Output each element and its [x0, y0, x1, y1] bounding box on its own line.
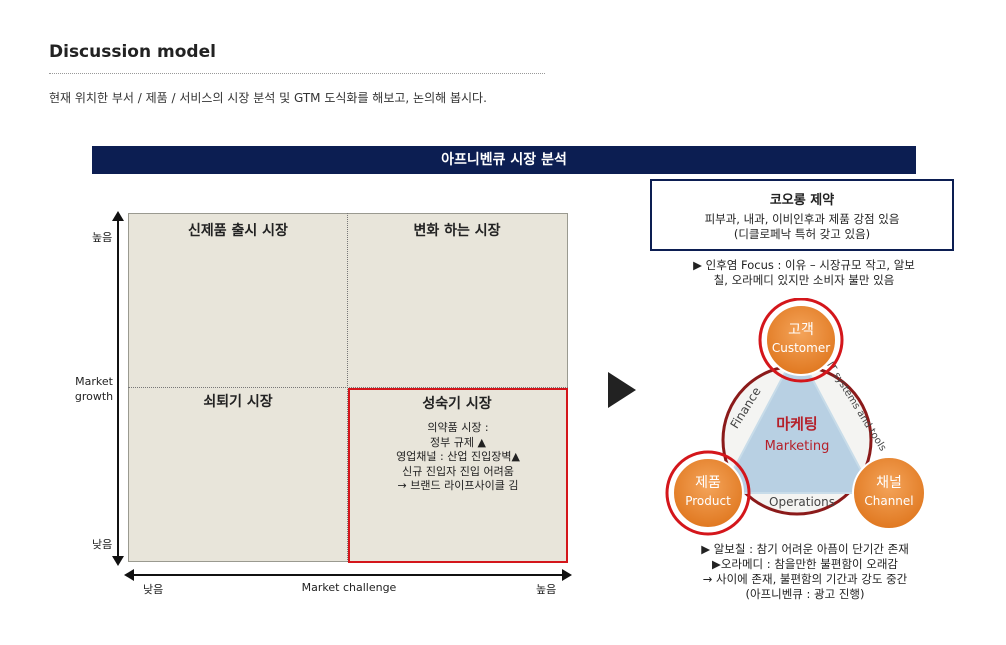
- note-line: 정부 규제 ▲: [430, 435, 486, 449]
- kolon-desc-line: 피부과, 내과, 이비인후과 제품 강점 있음: [704, 212, 900, 226]
- mature-market-highlight: [348, 388, 568, 563]
- channel-circle: [852, 456, 926, 530]
- channel-label-ko: 채널: [876, 475, 902, 491]
- note-line: 칠, 오라메디 있지만 소비자 불만 있음: [713, 273, 895, 287]
- product-highlight-ring: [665, 450, 751, 536]
- product-label-ko: 제품: [695, 475, 721, 491]
- x-axis-high-label: 높음: [536, 583, 557, 596]
- y-axis-title-line: Market: [75, 375, 113, 388]
- x-axis-line: [130, 574, 566, 576]
- customer-label-en: Customer: [772, 341, 830, 355]
- y-axis-title-line: growth: [74, 390, 114, 403]
- product-circle: [672, 457, 744, 529]
- quadrant-changing-market: 변화 하는 시장: [413, 223, 501, 239]
- title-divider: [49, 73, 545, 74]
- note-line: 신규 진입자 진입 어려움: [402, 464, 514, 478]
- x-axis-title: Market challenge: [301, 581, 397, 594]
- y-axis-low-label: 낮음: [92, 538, 113, 551]
- product-label-en: Product: [685, 494, 731, 508]
- sore-throat-focus-note: ▶ 인후염 Focus : 이유 – 시장규모 작고, 알보 칠, 오라메디 있…: [664, 258, 944, 288]
- channel-label-en: Channel: [864, 494, 913, 508]
- y-axis-down-arrow-icon: [112, 556, 124, 566]
- customer-label-ko: 고객: [788, 322, 814, 338]
- right-arrow-icon: [608, 372, 636, 408]
- matrix-horizontal-divider: [128, 387, 568, 388]
- note-line: ▶ 알보칠 : 참기 어려운 아픔이 단기간 존재: [701, 542, 909, 556]
- x-axis-left-arrow-icon: [124, 569, 134, 581]
- note-line: 영업채널 : 산업 진입장벽▲: [396, 450, 520, 463]
- note-line: → 브랜드 라이프사이클 김: [397, 479, 519, 492]
- edge-operations-label: Operations: [769, 495, 835, 509]
- quadrant-new-product-market: 신제품 출시 시장: [188, 223, 288, 239]
- mature-market-notes: 의약품 시장 : 정부 규제 ▲ 영업채널 : 산업 진입장벽▲ 신규 진입자 …: [352, 421, 564, 494]
- note-line: → 사이에 존재, 불편함의 기간과 강도 중간: [702, 572, 908, 586]
- quadrant-declining-market: 쇠퇴기 시장: [203, 394, 273, 410]
- analysis-banner: 아프니벤큐 시장 분석: [92, 146, 916, 174]
- quadrant-mature-market: 성숙기 시장: [422, 396, 492, 412]
- note-line: ▶ 인후염 Focus : 이유 – 시장규모 작고, 알보: [693, 258, 915, 272]
- y-axis-high-label: 높음: [92, 231, 113, 244]
- center-label-en: Marketing: [765, 439, 830, 454]
- page-title: Discussion model: [49, 42, 216, 62]
- note-line: 의약품 시장 :: [427, 421, 489, 434]
- center-label-ko: 마케팅: [776, 415, 817, 433]
- x-axis-low-label: 낮음: [143, 583, 164, 596]
- product-comparison-note: ▶ 알보칠 : 참기 어려운 아픔이 단기간 존재 ▶오라메디 : 참을만한 불…: [660, 542, 950, 602]
- customer-highlight-ring: [758, 298, 844, 383]
- kolon-desc-line: (디클로페낙 특허 갖고 있음): [733, 227, 871, 241]
- kolon-title: 코오롱 제약: [769, 193, 835, 208]
- y-axis-title: Market growth: [74, 374, 114, 404]
- y-axis-up-arrow-icon: [112, 211, 124, 221]
- note-line: ▶오라메디 : 참을만한 불편함이 오래감: [711, 557, 899, 571]
- y-axis-line: [117, 214, 119, 562]
- kolon-description: 피부과, 내과, 이비인후과 제품 강점 있음 (디클로페낙 특허 갖고 있음): [652, 212, 952, 242]
- customer-circle: [765, 304, 837, 376]
- marketing-triangle: [719, 347, 875, 494]
- marketing-cycle-diagram: 마케팅 Marketing Finance IT systems and too…: [665, 298, 926, 536]
- page-subtitle: 현재 위치한 부서 / 제품 / 서비스의 시장 분석 및 GTM 도식화를 해…: [49, 91, 487, 105]
- kolon-pharma-box: 코오롱 제약 피부과, 내과, 이비인후과 제품 강점 있음 (디클로페낙 특허…: [650, 179, 954, 251]
- note-line: (아프니벤큐 : 광고 진행): [745, 587, 865, 601]
- x-axis-right-arrow-icon: [562, 569, 572, 581]
